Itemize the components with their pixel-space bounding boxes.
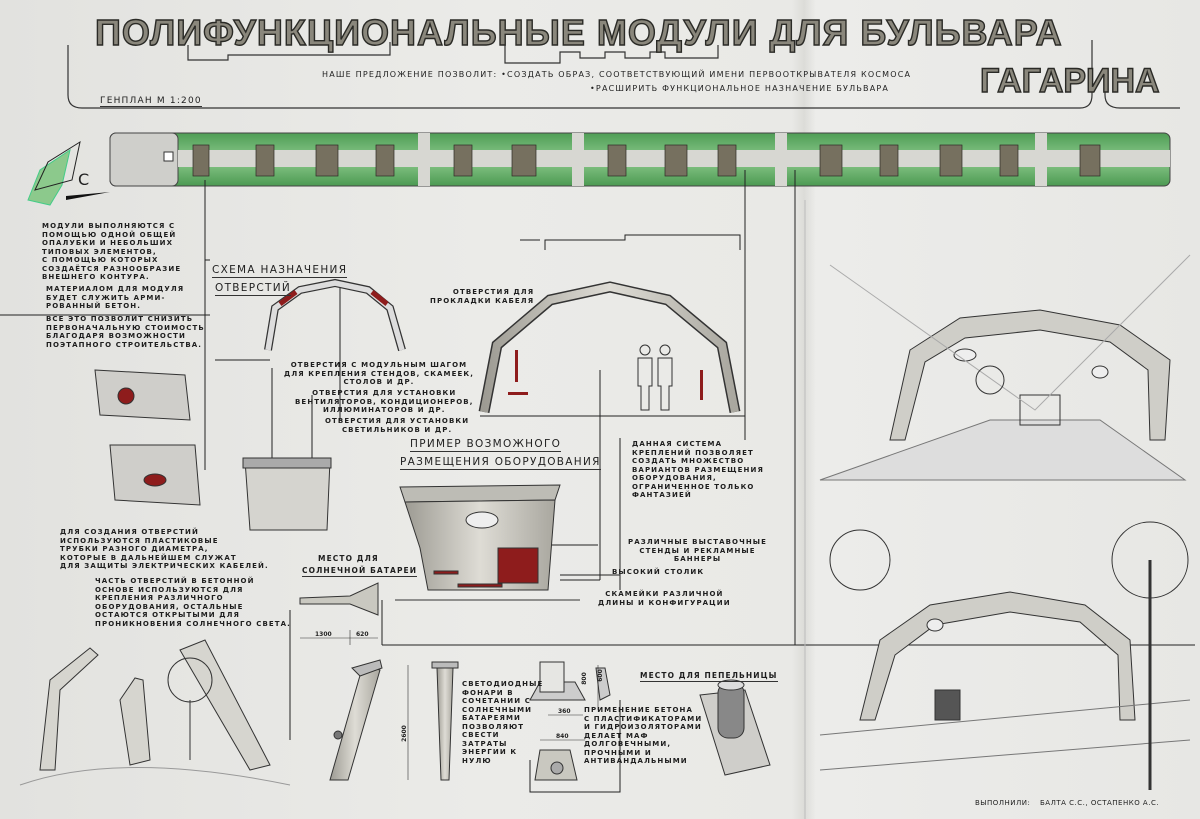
footer-label: Выполнили:	[975, 799, 1031, 807]
dim-360: 360	[558, 708, 571, 715]
modular-openings-label: отверстия с модульным шагом для креплени…	[284, 361, 474, 386]
north-label: С	[78, 170, 90, 189]
schema-heading-2: отверстий	[215, 282, 292, 296]
section-arch-drawing	[478, 281, 745, 417]
poster-title-name: ГАГАРИНА	[979, 61, 1160, 100]
master-plan-label: Генплан М 1:200	[100, 96, 202, 107]
dimension-lines	[300, 630, 599, 741]
solar-heading-1: место для	[318, 554, 379, 563]
north-arrow-icon	[27, 140, 110, 206]
tubes-text: для создания отверстий используются плас…	[60, 528, 269, 570]
human-figures	[637, 344, 673, 411]
light-openings-label: отверстия для установки светильников и д…	[325, 417, 470, 434]
ashtray-drawing	[699, 679, 771, 776]
footer-authors: Балта С.С., Остапенко А.С.	[1040, 799, 1160, 807]
poster-title: ПОЛИФУНКЦИОНАЛЬНЫЕ МОДУЛИ ДЛЯ БУЛЬВАРА	[94, 11, 1063, 53]
leds-text: светодиодные фонари в сочетании с солнеч…	[462, 680, 544, 765]
dim-2600: 2600	[400, 725, 408, 742]
solar-heading-2: солнечной батареи	[302, 566, 418, 577]
subtitle-line-1: наше предложение позволит: •создать обра…	[322, 70, 912, 79]
dim-840: 840	[556, 733, 569, 740]
perspective-sketch-left	[19, 639, 291, 786]
openings-schema-arch	[264, 278, 406, 352]
module-element-renders	[94, 369, 332, 531]
leader-lines	[0, 170, 1195, 819]
stands-label: различные выставочные стенды и рекламные…	[628, 538, 768, 563]
schema-heading-1: схема назначения	[212, 264, 348, 278]
benches-label: скамейки различной длины и конфигурации	[598, 590, 731, 607]
system-text: данная система креплений позволяет созда…	[632, 440, 764, 499]
ashtray-heading: место для пепельницы	[640, 671, 778, 682]
dim-620: 620	[356, 631, 369, 638]
title-brackets	[67, 40, 1180, 109]
fan-openings-label: отверстия для установки вентиляторов, ко…	[295, 389, 474, 414]
example-heading-2: размещения оборудования	[400, 456, 601, 470]
perspective-top-right	[819, 254, 1191, 481]
material-text: материалом для модуля будет служить арми…	[46, 285, 185, 310]
table-label: высокий столик	[612, 568, 705, 576]
dim-800: 800	[580, 672, 588, 685]
cable-label: отверстия для прокладки кабеля	[430, 288, 535, 305]
dim-600: 600	[596, 669, 604, 682]
urn-drawings	[529, 661, 611, 781]
example-heading-1: пример возможного	[410, 438, 562, 452]
dim-1300: 1300	[315, 631, 332, 638]
street-lamp-drawings	[299, 582, 459, 781]
cost-text: всё это позволит снизить первоначальную …	[46, 315, 205, 349]
intro-text: модули выполняются с помощью одной общей…	[42, 222, 182, 281]
subtitle-line-2: •расширить функциональное назначение бул…	[590, 84, 890, 93]
master-plan-strip	[109, 132, 1171, 187]
example-module-render	[395, 484, 580, 601]
openings-part-text: часть отверстий в бетонной основе исполь…	[95, 577, 291, 628]
concrete-text: применение бетона с пластификаторами и г…	[584, 706, 703, 765]
perspective-bottom-right	[819, 521, 1191, 790]
